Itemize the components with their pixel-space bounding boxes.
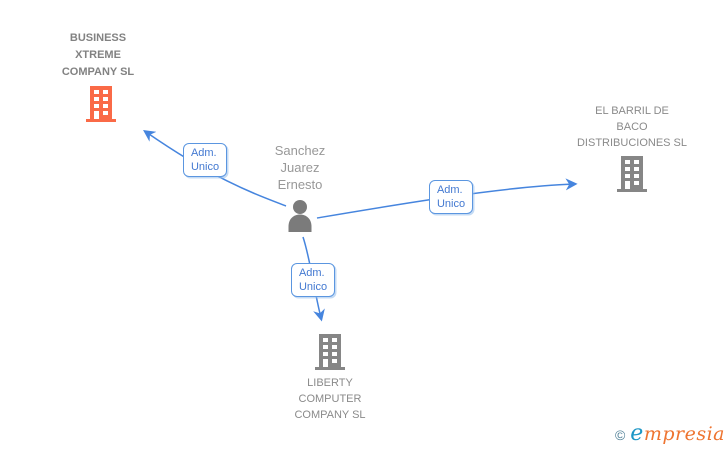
relationship-chip-adm-unico-liberty[interactable]: Adm. Unico [291,263,335,297]
entity-name-business-xtreme[interactable]: BUSINESS XTREME COMPANY SL [61,32,135,78]
person-icon[interactable] [284,198,316,234]
brand-wordmark: empresia [630,421,725,446]
entity-name-liberty[interactable]: LIBERTY COMPUTER COMPANY SL [294,377,366,421]
brand-logo[interactable]: © empresia [615,421,725,446]
relationship-chip-adm-unico-business-xtreme[interactable]: Adm. Unico [183,143,227,177]
copyright-symbol: © [614,427,626,443]
company-building-icon-liberty[interactable] [314,333,346,371]
company-building-icon-business-xtreme[interactable] [85,85,117,123]
company-building-icon-el-barril[interactable] [616,155,648,193]
entity-name-el-barril[interactable]: EL BARRIL DE BACO DISTRIBUCIONES SL [576,105,688,149]
entity-name-sanchez-juarez[interactable]: Sanchez Juarez Ernesto [274,143,326,192]
relationship-chip-adm-unico-el-barril[interactable]: Adm. Unico [429,180,473,214]
edge-arrow-to-business-xtreme [143,129,287,207]
